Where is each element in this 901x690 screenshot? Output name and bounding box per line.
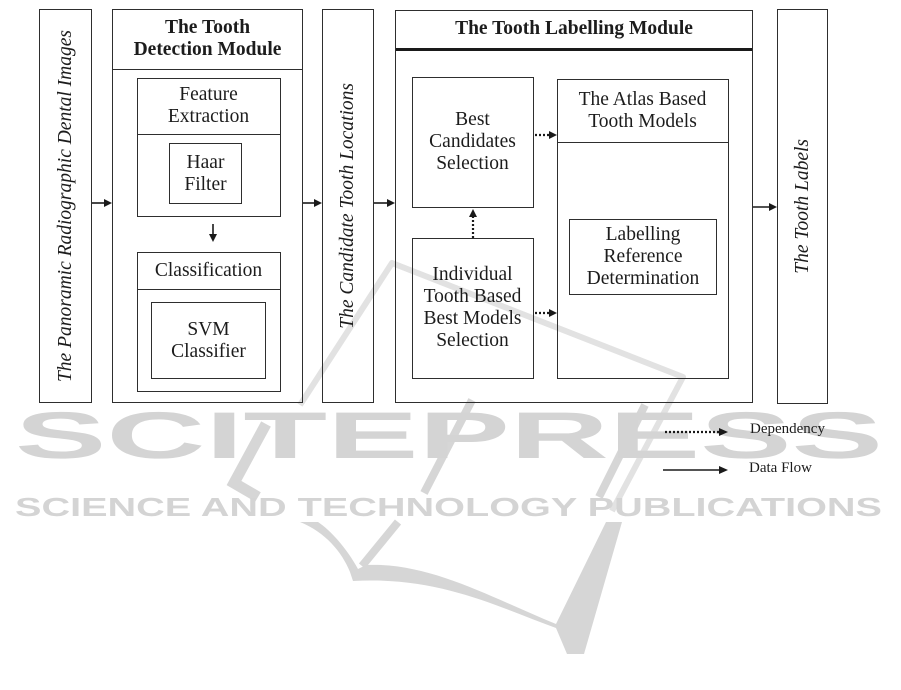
input-images-box: The Panoramic Radiographic Dental Images [39,9,92,403]
svm-classifier-box: SVM Classifier [151,302,266,379]
legend-dependency-label: Dependency [750,421,825,437]
best-candidates-selection-box: Best Candidates Selection [411,76,534,208]
candidate-locations-box: The Candidate Tooth Locations [322,9,374,403]
watermark-swoosh-chevron [226,421,271,502]
haar-filter-box: Haar Filter [169,143,242,204]
candidate-locations-label: The Candidate Tooth Locations [337,83,358,329]
feature-extraction-title: Feature Extraction [137,79,280,135]
labelling-reference-determination-box: Labelling Reference Determination [569,219,717,295]
tooth-labels-label: The Tooth Labels [791,139,813,274]
watermark-swoosh-tip [358,519,402,569]
watermark-swoosh-upper [297,260,686,513]
tooth-labelling-module: The Tooth Labelling Module Best Candidat… [395,10,753,403]
classification-title: Classification [137,253,280,290]
legend-data-flow-label: Data Flow [749,460,812,476]
watermark-swoosh-lower [300,522,622,654]
detection-module-title: The Tooth Detection Module [113,10,302,70]
labelling-module-title: The Tooth Labelling Module [396,11,752,51]
atlas-tooth-models-box: The Atlas Based Tooth Models Labelling R… [556,78,729,379]
feature-extraction-box: Feature Extraction Haar Filter [136,77,281,217]
input-images-label: The Panoramic Radiographic Dental Images [54,29,76,383]
tooth-detection-module: The Tooth Detection Module Feature Extra… [112,9,303,403]
individual-best-models-selection-box: Individual Tooth Based Best Models Selec… [411,237,534,379]
watermark-swoosh-inner-left [420,398,476,495]
classification-box: Classification SVM Classifier [136,251,281,392]
tooth-labels-box: The Tooth Labels [777,9,828,404]
atlas-tooth-models-title: The Atlas Based Tooth Models [557,80,728,143]
watermark-brand: SCITEPRESS [15,398,883,472]
watermark-swoosh-inner-right [595,403,649,499]
watermark-tagline: SCIENCE AND TECHNOLOGY PUBLICATIONS [15,492,882,522]
